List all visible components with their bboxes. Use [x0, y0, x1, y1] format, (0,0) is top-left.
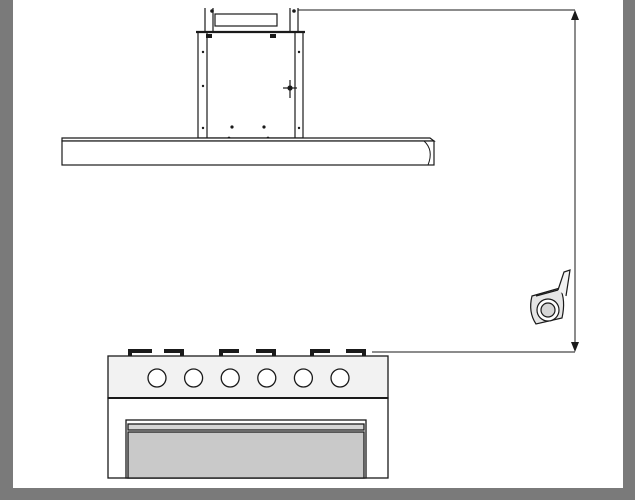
- oven-handle: [127, 423, 365, 431]
- dimension-arrow-top: [571, 10, 579, 20]
- chimney-screws: [201, 9, 301, 140]
- range-knob: [147, 368, 167, 388]
- range-knob: [257, 368, 277, 388]
- tape-measure-icon: [530, 269, 571, 325]
- range-knob: [183, 368, 204, 388]
- burner-grates: [128, 349, 366, 357]
- oven-window: [127, 431, 365, 479]
- measurement-guide: [298, 9, 579, 353]
- range-knob: [220, 368, 240, 388]
- chimney-body: [197, 31, 304, 139]
- hood-canopy: [61, 137, 436, 166]
- dimension-arrow-bottom: [571, 342, 579, 352]
- range-knobs: [147, 368, 350, 388]
- chimney-cover: [196, 8, 305, 139]
- canopy-side-curve: [423, 140, 431, 166]
- canopy-front: [61, 140, 435, 166]
- range-body: [107, 355, 389, 479]
- range-knob: [330, 368, 350, 388]
- chimney-vent-slot: [214, 13, 278, 27]
- range-knob: [293, 368, 314, 388]
